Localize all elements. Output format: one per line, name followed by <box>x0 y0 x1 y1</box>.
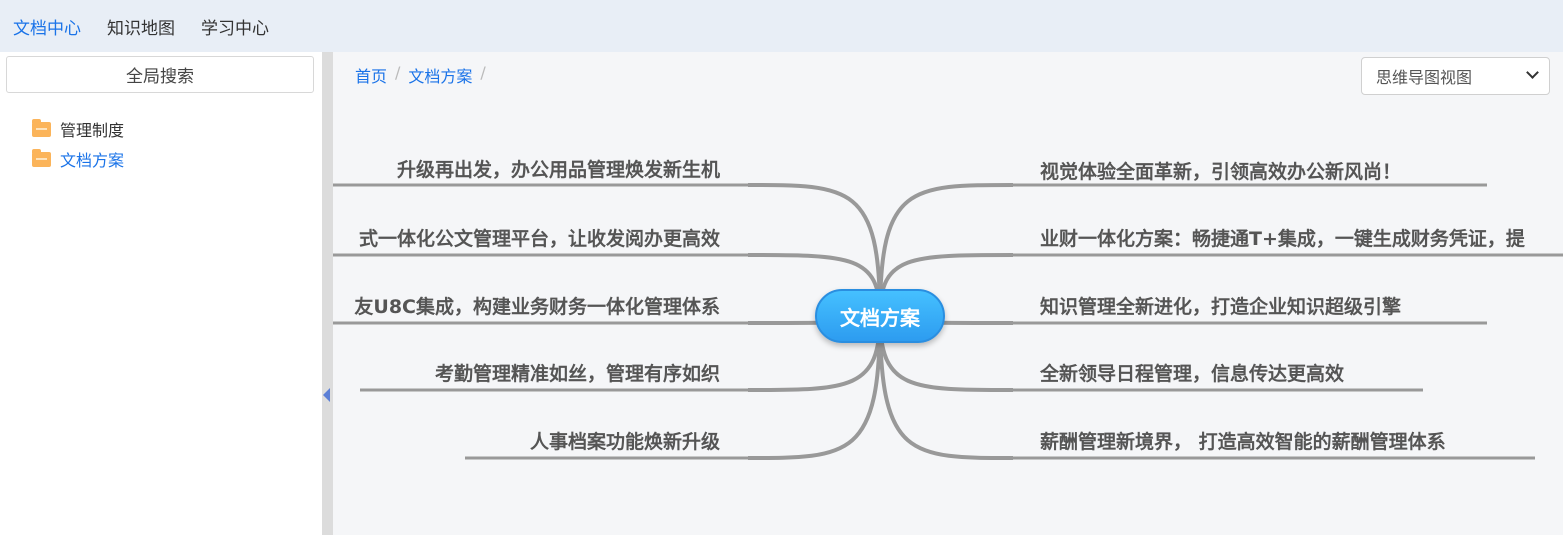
mindmap-connectors <box>333 183 1563 460</box>
folder-tree: 管理制度 文档方案 <box>32 114 124 174</box>
folder-icon <box>32 148 51 167</box>
view-mode-select[interactable]: 思维导图视图 <box>1361 57 1550 95</box>
nav-knowledge-map[interactable]: 知识地图 <box>107 18 175 39</box>
breadcrumb-separator: / <box>480 63 486 82</box>
tree-item-label: 管理制度 <box>60 121 125 140</box>
mindmap-node-left[interactable]: 考勤管理精准如丝，管理有序如织 <box>434 363 720 385</box>
breadcrumb-current[interactable]: 文档方案 <box>408 67 473 86</box>
mindmap-canvas: 升级再出发，办公用品管理焕发新生机 式一体化公文管理平台，让收发阅办更高效 友U… <box>333 52 1563 535</box>
mindmap-center-node[interactable]: 文档方案 <box>815 289 945 343</box>
breadcrumb-home[interactable]: 首页 <box>355 67 388 86</box>
mindmap-node-right[interactable]: 薪酬管理新境界， 打造高效智能的薪酬管理体系 <box>1040 431 1446 453</box>
tree-item-doc-solutions[interactable]: 文档方案 <box>32 144 124 174</box>
breadcrumb: 首页 / 文档方案 / <box>355 63 486 87</box>
sidebar: 全局搜索 管理制度 文档方案 <box>0 52 322 535</box>
tree-item-management-rules[interactable]: 管理制度 <box>32 114 124 144</box>
connector-curve-right <box>878 315 1014 460</box>
mindmap-node-left[interactable]: 式一体化公文管理平台，让收发阅办更高效 <box>358 228 720 250</box>
tree-item-label: 文档方案 <box>60 151 125 170</box>
view-mode-value: 思维导图视图 <box>1376 68 1473 87</box>
connector-curve-right <box>878 183 1014 317</box>
folder-icon <box>32 118 51 137</box>
global-search-button[interactable]: 全局搜索 <box>6 56 314 93</box>
connector-curve-left <box>747 183 882 317</box>
connector-curve-left <box>747 315 882 460</box>
collapse-arrow-icon[interactable] <box>323 388 330 402</box>
nav-doc-center[interactable]: 文档中心 <box>13 18 81 39</box>
mindmap-node-right[interactable]: 全新领导日程管理，信息传达更高效 <box>1040 363 1345 385</box>
breadcrumb-separator: / <box>395 63 401 82</box>
sidebar-splitter[interactable] <box>322 52 333 535</box>
mindmap-node-right[interactable]: 视觉体验全面革新，引领高效办公新风尚！ <box>1040 161 1402 183</box>
mindmap-node-left[interactable]: 友U8C集成，构建业务财务一体化管理体系 <box>354 296 720 318</box>
mindmap-node-left[interactable]: 升级再出发，办公用品管理焕发新生机 <box>396 159 720 181</box>
mindmap-node-left[interactable]: 人事档案功能焕新升级 <box>529 431 720 453</box>
top-nav: 文档中心 知识地图 学习中心 <box>0 0 1563 52</box>
mindmap-node-right[interactable]: 知识管理全新进化，打造企业知识超级引擎 <box>1040 296 1402 318</box>
mindmap-node-right[interactable]: 业财一体化方案：畅捷通T+集成，一键生成财务凭证，提 <box>1040 228 1525 250</box>
nav-learning-center[interactable]: 学习中心 <box>201 18 269 39</box>
